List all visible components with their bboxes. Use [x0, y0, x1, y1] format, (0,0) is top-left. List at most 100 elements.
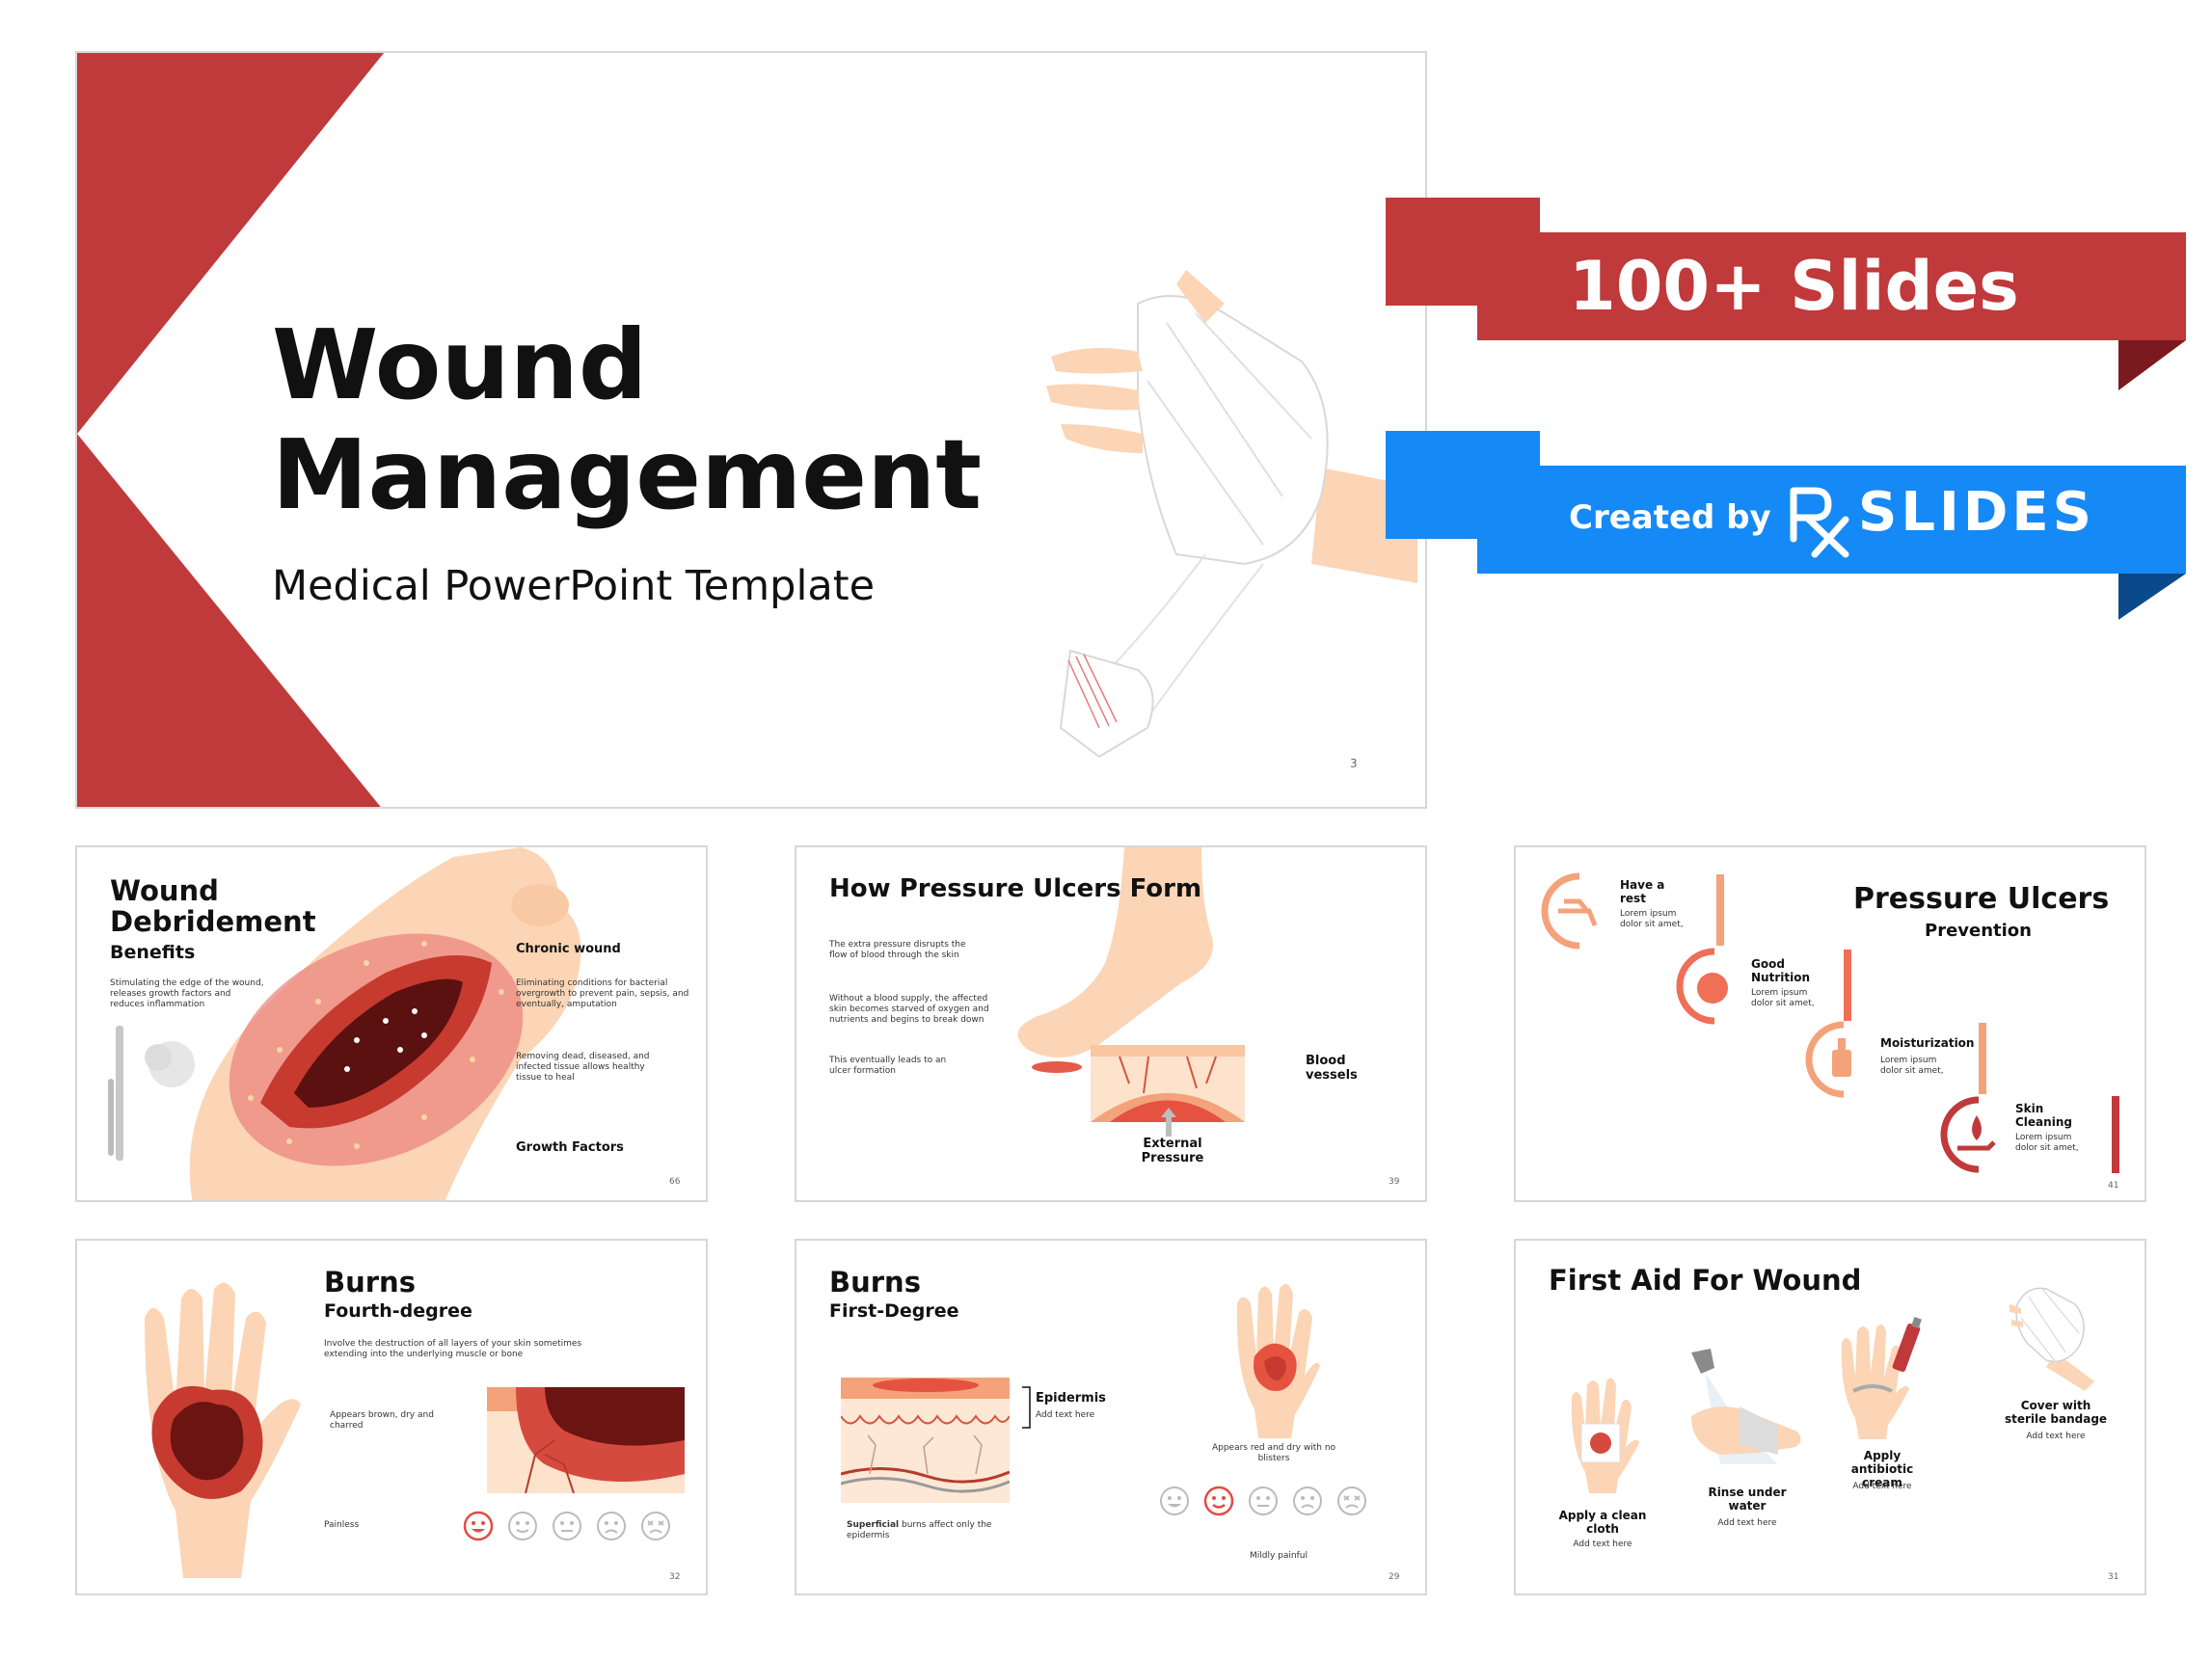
external-pressure-label: External Pressure — [1141, 1137, 1204, 1165]
pressure-form-text1: The extra pressure disrupts the flow of … — [829, 940, 966, 960]
firstaid-step3-label: Apply antibiotic cream — [1850, 1449, 1914, 1489]
blood-vessels-label: Blood vessels — [1306, 1054, 1358, 1083]
firstaid-step4-label: Cover with sterile bandage — [2004, 1399, 2108, 1426]
pain-face-2-icon — [508, 1512, 537, 1540]
slide-burns-fourth-degree[interactable]: Burns Fourth-degree Involve the destruct… — [75, 1239, 708, 1595]
prevention-item-moisturization-text: Lorem ipsum dolor sit amet, — [1880, 1056, 1944, 1076]
pain-face-4-icon — [1293, 1486, 1322, 1515]
slides-count-banner: 100+ Slides — [1386, 198, 2186, 390]
prevention-bar-4 — [2112, 1096, 2119, 1173]
brand-prefix: Created by — [1569, 498, 1771, 537]
hero-page-number: 3 — [1350, 757, 1358, 770]
burns4-appearance: Appears brown, dry and charred — [330, 1410, 434, 1431]
pain-face-3-icon — [553, 1512, 581, 1540]
rest-icon — [1541, 872, 1598, 950]
skin-cleaning-icon — [1940, 1096, 1996, 1173]
rinse-water-icon — [1691, 1349, 1801, 1464]
prevention-item-cleaning-label: Skin Cleaning — [2015, 1102, 2072, 1129]
nutrition-icon — [1676, 948, 1728, 1025]
red-ribbon-shape — [1386, 198, 2186, 390]
prevention-item-moisturization-label: Moisturization — [1880, 1036, 1975, 1050]
prevention-item-nutrition-label: Good Nutrition — [1751, 957, 1810, 984]
burns1-pain-label: Mildly painful — [1250, 1551, 1308, 1561]
pain-face-2-selected-icon — [1203, 1486, 1234, 1516]
pressure-form-text2: Without a blood supply, the affected ski… — [829, 994, 989, 1025]
removing-tissue-text: Removing dead, diseased, and infected ti… — [516, 1052, 650, 1083]
burns4-skin-layer-illustration — [487, 1387, 685, 1493]
hero-title-line1: Wound — [272, 308, 648, 421]
slides-count-text: 100+ Slides — [1569, 247, 2019, 326]
brand-banner: Created by SLIDES — [1386, 431, 2186, 624]
slide-burns-first-degree[interactable]: Burns First-Degree Epidermis Add text he… — [795, 1239, 1427, 1595]
debridement-title2: Debridement — [110, 905, 316, 938]
epidermis-label: Epidermis — [1036, 1391, 1106, 1406]
firstaid-step1-label: Apply a clean cloth — [1558, 1509, 1647, 1536]
prevention-title: Pressure Ulcers — [1853, 882, 2110, 916]
firstaid-step1-text: Add text here — [1573, 1540, 1632, 1549]
burns4-description: Involve the destruction of all layers of… — [324, 1339, 582, 1359]
rx-logo-icon — [1790, 487, 1849, 558]
burns4-pain-scale — [463, 1511, 675, 1545]
slide-wound-debridement[interactable]: Wound Debridement Benefits Stimulating t… — [75, 845, 708, 1202]
prevention-bar-2 — [1844, 950, 1851, 1021]
pain-face-1-icon — [1160, 1486, 1189, 1515]
burns1-skin-layer-illustration — [841, 1378, 1010, 1503]
firstaid-step2-text: Add text here — [1717, 1518, 1777, 1528]
debridement-title1: Wound — [110, 874, 219, 907]
up-arrow-icon — [1161, 1108, 1176, 1137]
brand-name: SLIDES — [1858, 481, 2095, 544]
debridement-page-number: 66 — [669, 1177, 681, 1187]
burned-hand-icon — [145, 1282, 301, 1578]
hero-subtitle: Medical PowerPoint Template — [272, 562, 876, 610]
sterile-bandage-icon — [2010, 1287, 2094, 1391]
pain-face-3-icon — [1249, 1486, 1278, 1515]
prevention-subtitle: Prevention — [1925, 921, 2032, 941]
prevention-item-rest-label: Have a rest — [1620, 878, 1665, 905]
superficial-bold: Superficial — [847, 1520, 900, 1530]
chronic-wound-label: Chronic wound — [516, 942, 621, 956]
clean-cloth-hand-icon — [1571, 1378, 1639, 1493]
firstaid-step2-label: Rinse under water — [1708, 1486, 1787, 1513]
burns4-subtitle: Fourth-degree — [324, 1300, 472, 1322]
foot-wound-illustration — [189, 847, 581, 1200]
pain-face-1-selected-icon — [463, 1511, 494, 1541]
firstaid-step4-text: Add text here — [2026, 1432, 2086, 1441]
red-palm-hand-icon — [1236, 1284, 1320, 1438]
pressure-form-page-number: 39 — [1389, 1177, 1400, 1187]
pain-face-5-icon — [1337, 1486, 1366, 1515]
hero-red-chevron — [77, 53, 384, 807]
prevention-item-cleaning-text: Lorem ipsum dolor sit amet, — [2015, 1133, 2079, 1153]
burns1-title: Burns — [829, 1266, 921, 1299]
moisturizer-icon — [1805, 1021, 1851, 1098]
hero-title-line2: Management — [272, 418, 983, 531]
prevention-page-number: 41 — [2108, 1181, 2119, 1191]
slide-pressure-prevention[interactable]: Pressure Ulcers Prevention Have a rest L… — [1514, 845, 2146, 1202]
growth-factors-label: Growth Factors — [516, 1140, 624, 1155]
blue-ribbon-shape — [1386, 431, 2186, 620]
antibiotic-cream-icon — [1841, 1316, 1922, 1439]
pressure-form-text3: This eventually leads to an ulcer format… — [829, 1056, 947, 1076]
burns4-pain-label: Painless — [324, 1520, 360, 1530]
epidermis-text: Add text here — [1036, 1410, 1095, 1420]
debridement-text-left: Stimulating the edge of the wound, relea… — [110, 978, 264, 1009]
pressure-form-title: How Pressure Ulcers Form — [829, 874, 1202, 903]
burns1-pain-scale — [1159, 1486, 1381, 1520]
hero-slide[interactable]: Wound Management Medical PowerPoint Temp… — [75, 51, 1427, 809]
prevention-bar-1 — [1716, 874, 1724, 946]
bracket-icon — [1022, 1386, 1031, 1429]
firstaid-step3-text: Add text here — [1852, 1482, 1912, 1491]
pain-face-5-icon — [641, 1512, 670, 1540]
slide-first-aid[interactable]: First Aid For Wound Apply a clean cloth … — [1514, 1239, 2146, 1595]
pain-face-4-icon — [597, 1512, 626, 1540]
chronic-wound-text: Eliminating conditions for bacterial ove… — [516, 978, 689, 1009]
burns1-appearance: Appears red and dry with no blisters — [1211, 1443, 1336, 1463]
prevention-item-rest-text: Lorem ipsum dolor sit amet, — [1620, 909, 1684, 929]
burns4-title: Burns — [324, 1266, 416, 1299]
slide-pressure-ulcers-form[interactable]: How Pressure Ulcers Form The extra press… — [795, 845, 1427, 1202]
burns4-page-number: 32 — [669, 1572, 681, 1582]
bandaged-hand-icon — [1046, 270, 1417, 759]
surgical-tools-icon — [108, 1026, 195, 1161]
prevention-item-nutrition-text: Lorem ipsum dolor sit amet, — [1751, 988, 1815, 1008]
superficial-burns-text: Superficial burns affect only the epider… — [847, 1520, 1030, 1541]
prevention-bar-3 — [1979, 1023, 1986, 1094]
